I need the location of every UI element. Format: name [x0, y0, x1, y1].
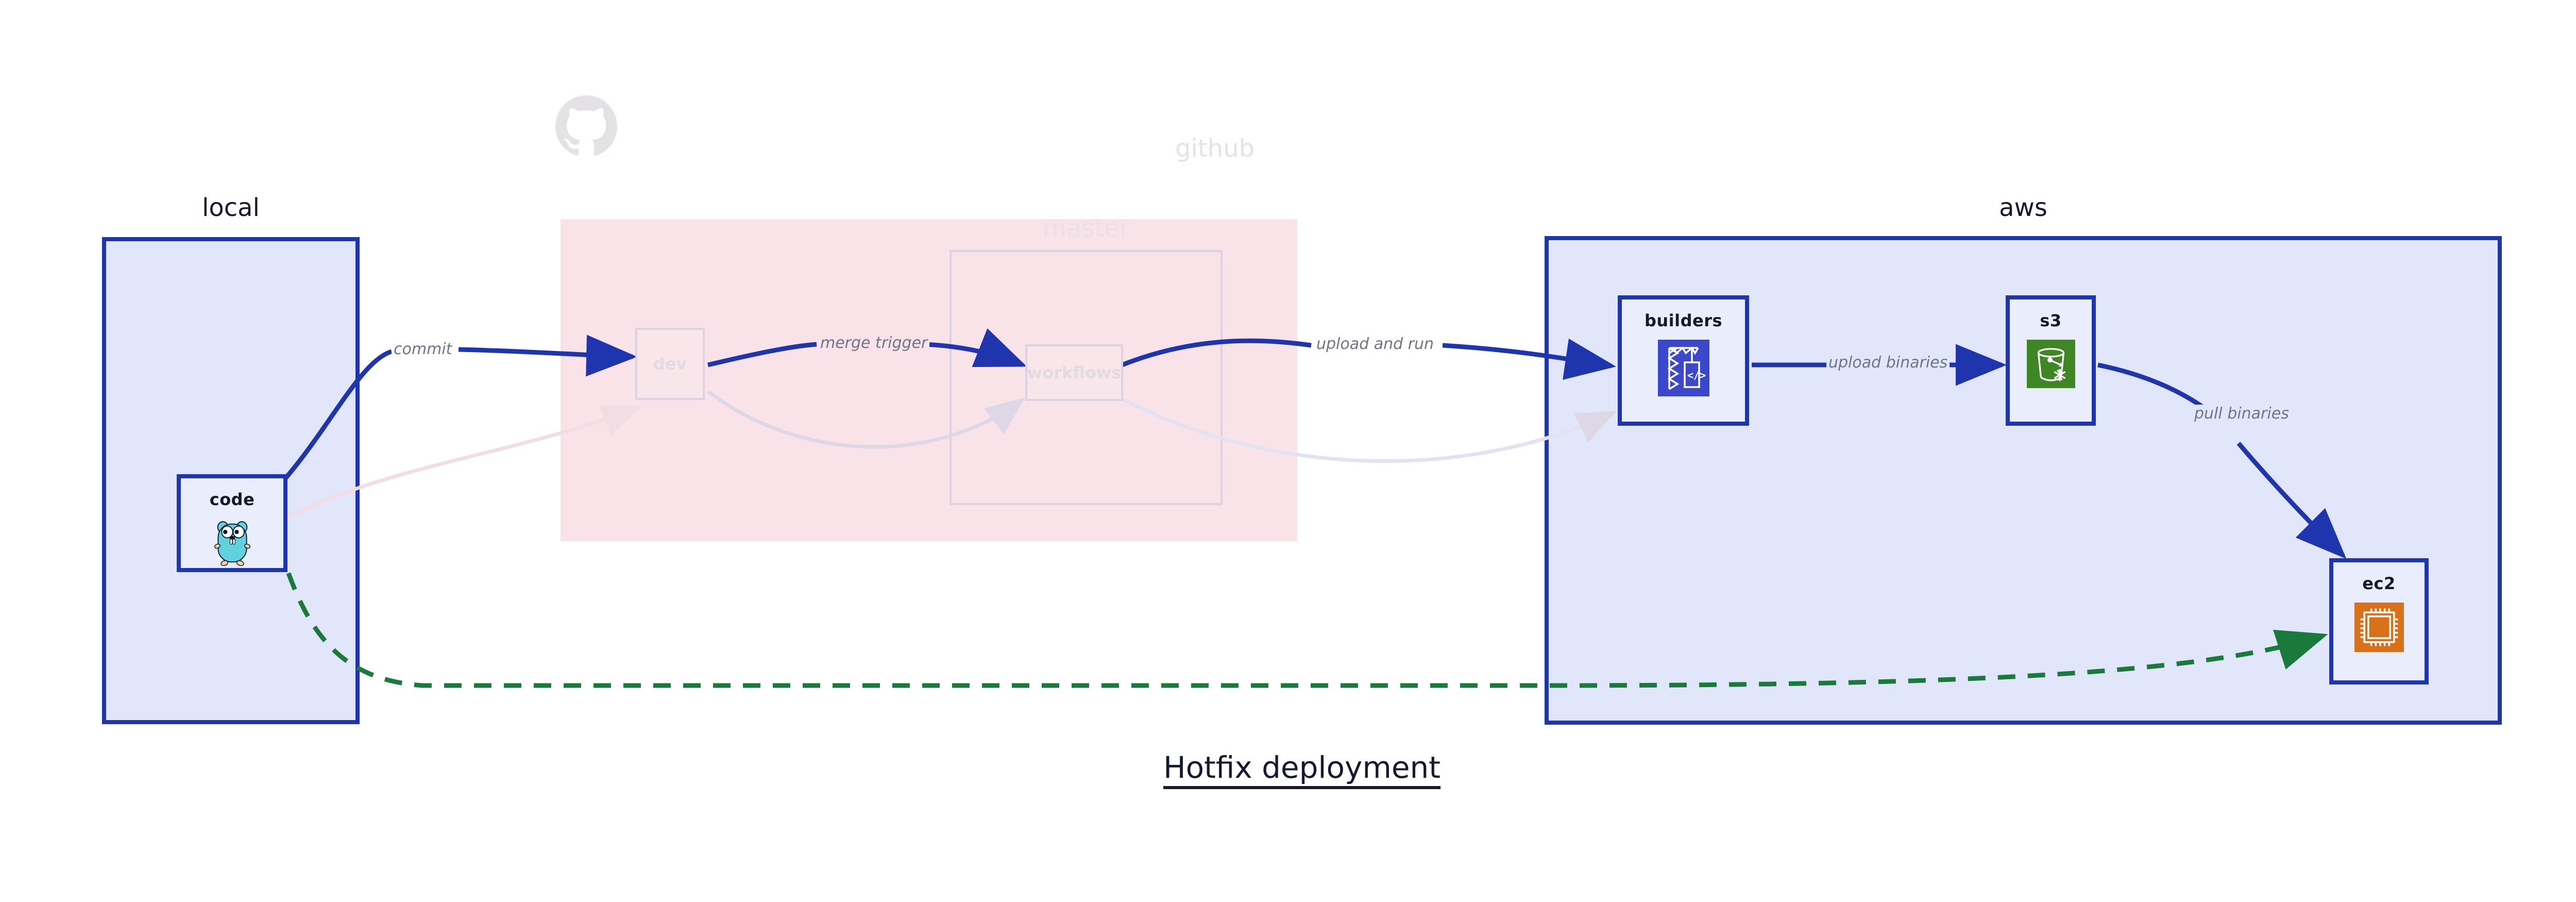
diagram-title-text: Hotfix deployment: [1163, 750, 1441, 789]
node-code[interactable]: code: [177, 474, 287, 572]
node-s3-label: s3: [2040, 311, 2062, 330]
edge-label-upload-binaries: upload binaries: [1826, 354, 1950, 372]
zone-master: [950, 250, 1223, 505]
zone-github-label: github: [1175, 134, 1255, 163]
go-gopher-icon: [212, 519, 252, 568]
aws-s3-glacier-icon: [2026, 340, 2075, 390]
node-code-label: code: [209, 490, 255, 509]
node-builders-label: builders: [1644, 311, 1723, 330]
edge-label-merge-trigger: merge trigger: [818, 334, 930, 352]
edge-label-commit: commit: [392, 340, 454, 358]
node-ec2[interactable]: ec2: [2329, 558, 2429, 684]
node-ec2-label: ec2: [2362, 574, 2396, 593]
aws-ec2-chip-icon: [2354, 603, 2404, 654]
node-builders[interactable]: builders </>: [1618, 295, 1749, 426]
node-s3[interactable]: s3: [2006, 295, 2096, 426]
zone-master-label: master: [1042, 214, 1130, 243]
zone-aws-label: aws: [1999, 193, 2047, 222]
node-dev[interactable]: dev: [635, 328, 705, 400]
diagram-title: Hotfix deployment: [0, 750, 2576, 789]
edge-label-upload-and-run: upload and run: [1314, 335, 1436, 353]
edge-label-pull-binaries: pull binaries: [2192, 405, 2291, 423]
node-workflows-label: workflows: [1027, 363, 1122, 382]
aws-codebuild-icon: </>: [1657, 340, 1709, 398]
github-octocat-logo: [555, 95, 617, 156]
zone-github: [561, 219, 1297, 541]
node-workflows[interactable]: workflows: [1025, 344, 1123, 401]
svg-text:</>: </>: [1687, 369, 1706, 381]
node-dev-label: dev: [653, 354, 687, 374]
zone-local-label: local: [202, 193, 260, 222]
